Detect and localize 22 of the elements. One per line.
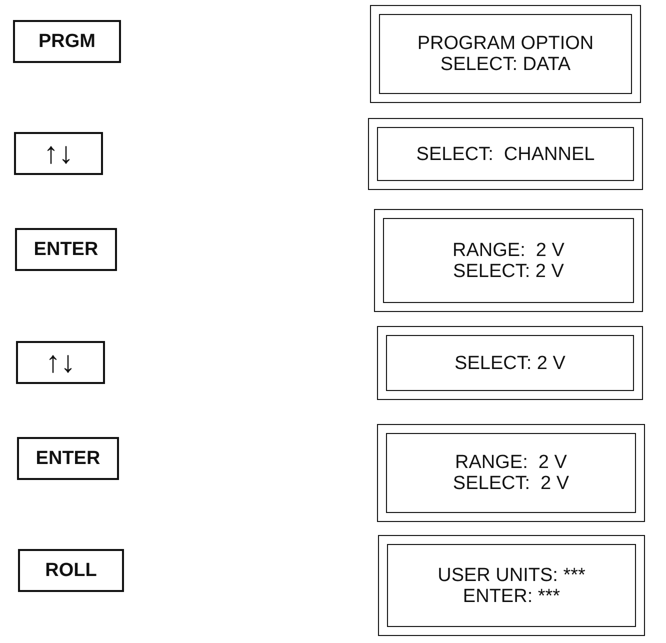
display-text: PROGRAM OPTION	[417, 33, 594, 54]
display-panel	[378, 535, 645, 636]
display-text: SELECT: 2 V	[453, 260, 564, 282]
display-panel	[374, 209, 643, 312]
display-text: USER UNITS: ***	[438, 564, 586, 586]
key-button: ↑↓	[14, 132, 103, 175]
display-panel	[370, 5, 641, 103]
display-text: SELECT: 2 V	[454, 352, 566, 374]
display-panel	[368, 118, 643, 190]
display-text: SELECT: 2 V	[452, 473, 570, 494]
display-text: SELECT: DATA	[440, 54, 571, 75]
display-text: ENTER: ***	[462, 586, 560, 606]
key-button: PRGM	[13, 20, 121, 63]
display-text: SELECT: CHANNEL	[416, 144, 595, 164]
display-panel	[377, 326, 643, 400]
display-text: RANGE: 2 V	[455, 452, 567, 473]
key-button: ENTER	[17, 437, 119, 480]
display-text: RANGE: 2 V	[452, 240, 564, 260]
key-button: ENTER	[15, 228, 117, 271]
display-panel	[377, 424, 645, 522]
key-button: ↑↓	[16, 341, 105, 384]
key-button: ROLL	[18, 549, 124, 592]
